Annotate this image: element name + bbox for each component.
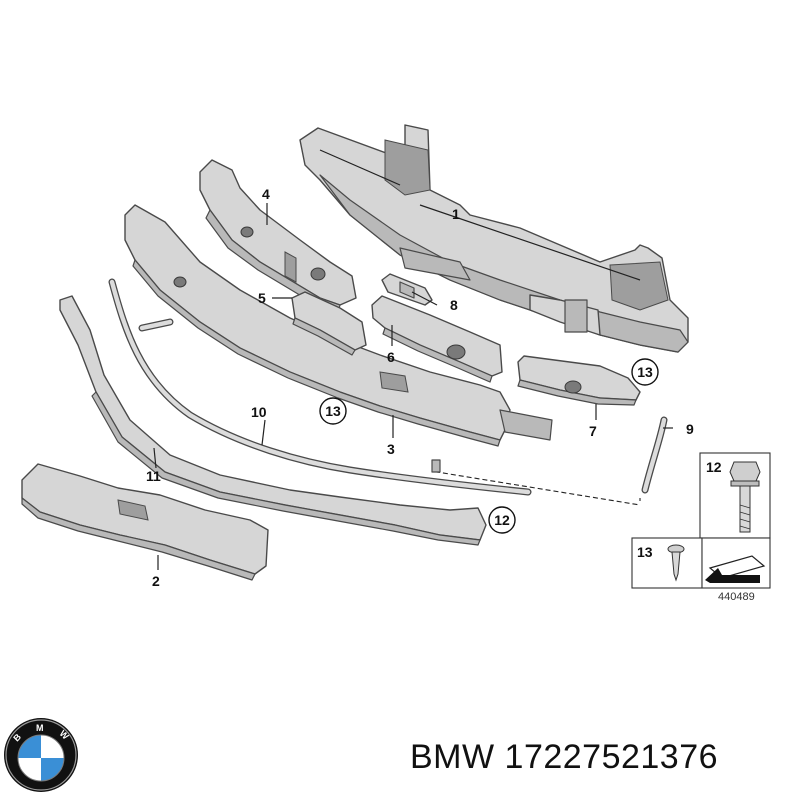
callout-9: 9: [686, 421, 694, 437]
part-8-clip: [381, 273, 433, 306]
circled-callout-12: 12: [488, 506, 516, 534]
part-10-tube: [108, 278, 641, 506]
callout-5: 5: [258, 290, 266, 306]
callout-11: 11: [146, 468, 161, 484]
callout-1: 1: [452, 206, 460, 222]
fastener-legend: 12 13: [631, 452, 771, 589]
part-5-bracket: [291, 291, 367, 356]
part-2-absorber: [21, 463, 269, 581]
callout-4: 4: [262, 186, 270, 202]
svg-text:13: 13: [325, 403, 341, 419]
part-1-bumper-carrier: [299, 124, 689, 353]
part-number-caption: BMW 17227521376: [410, 738, 719, 776]
callout-2: 2: [152, 573, 160, 589]
part-6-bracket: [371, 295, 503, 383]
callout-6: 6: [387, 349, 395, 365]
direction-arrow-icon: [705, 555, 766, 583]
screw-icon: [667, 544, 685, 582]
part-9-tube: [639, 416, 668, 503]
callout-3: 3: [387, 441, 395, 457]
circled-callout-13b: 13: [631, 358, 659, 386]
bmw-logo: B M W: [4, 718, 78, 792]
legend-item-12-label: 12: [706, 459, 722, 475]
circled-callout-13a: 13: [319, 397, 347, 425]
callout-10: 10: [251, 404, 267, 420]
legend-item-13-label: 13: [637, 544, 653, 560]
svg-text:12: 12: [494, 512, 510, 528]
part-3-foam-absorber: [124, 204, 553, 447]
part-7-bracket: [517, 355, 641, 406]
diagram-number: 440489: [718, 591, 755, 603]
leader-lines: [153, 203, 673, 570]
callout-7: 7: [589, 423, 597, 439]
svg-text:13: 13: [637, 364, 653, 380]
svg-text:M: M: [36, 723, 44, 733]
callout-8: 8: [450, 297, 458, 313]
bolt-icon: [729, 461, 761, 533]
part-11-strip: [59, 295, 487, 546]
